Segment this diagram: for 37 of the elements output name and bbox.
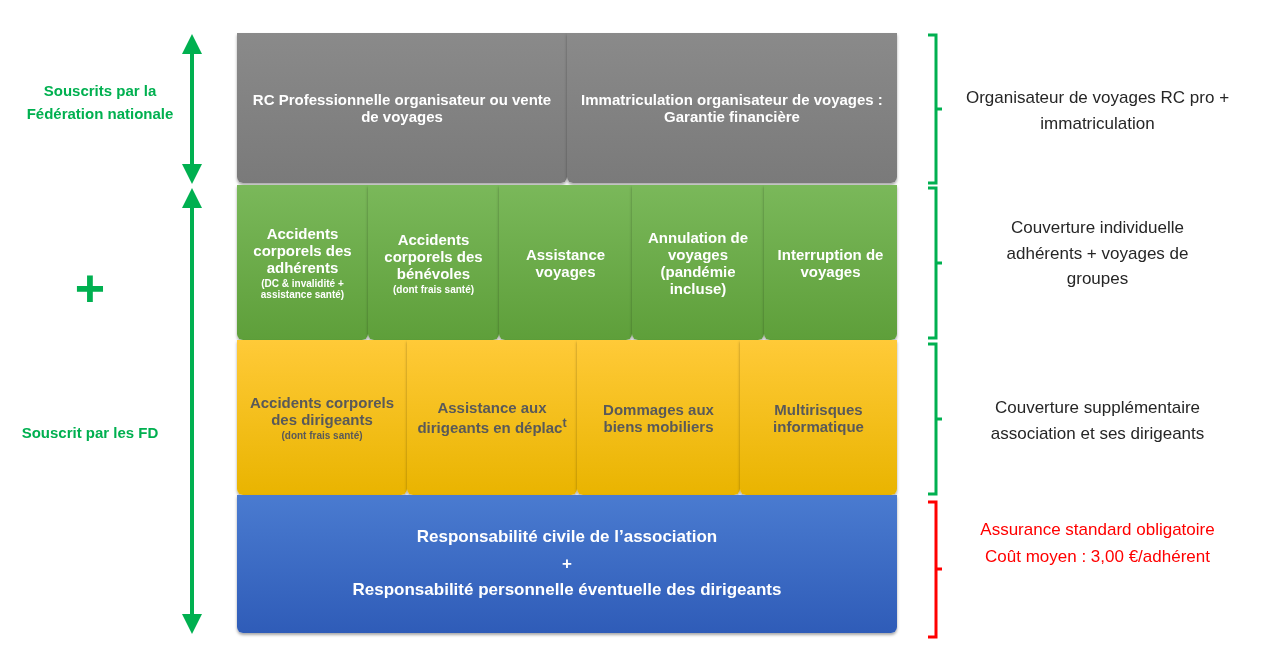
coverage-block — [499, 185, 632, 340]
block-title: Interruption de voyages — [776, 245, 885, 280]
block-title: Accidents corporels des adhérents — [252, 225, 353, 276]
block-note: (dont frais santé) — [281, 430, 363, 441]
side-label: Couverture supplémentaire association et ses dirigeants — [989, 397, 1206, 445]
coverage-block — [368, 185, 499, 340]
coverage-block — [237, 33, 567, 183]
coverage-block — [632, 185, 764, 340]
block-title: Annulation de voyages (pandémie incluse) — [647, 228, 749, 297]
coverage-block — [567, 33, 897, 183]
side-label: Coût moyen : 3,00 €/adhérent — [984, 547, 1211, 567]
coverage-block — [237, 495, 897, 633]
block-title: Responsabilité civile de l’association — [416, 526, 718, 549]
side-label: Couverture individuelle adhérents + voyages de groupes — [1005, 217, 1190, 290]
block-title: Assistance aux dirigeants en déplac$^{t}$ — [417, 399, 567, 436]
block-title: Immatriculation organisateur de voyages : Garantie financière — [580, 91, 884, 125]
block-title: Multirisques informatique — [772, 400, 865, 435]
side-label: Souscrits par la Fédération nationale — [25, 81, 175, 124]
coverage-block — [407, 340, 577, 495]
block-title: Responsabilité personnelle éventuelle des dirigeants — [352, 579, 782, 602]
side-label: Souscrit par les FD — [20, 423, 160, 443]
block-title: Accidents corporels des bénévoles — [383, 230, 484, 282]
coverage-block — [764, 185, 897, 340]
block-title: RC Professionnelle organisateur ou vente de voyages — [251, 91, 553, 125]
block-note: (DC & invalidité + assistance santé) — [259, 278, 346, 300]
coverage-block — [237, 340, 407, 495]
block-title: Dommages aux biens mobiliers — [602, 400, 715, 435]
coverage-block — [577, 340, 740, 495]
block-title: + — [562, 552, 572, 575]
coverage-block — [237, 185, 368, 340]
plus-sign: + — [73, 262, 107, 314]
block-title: Assistance voyages — [524, 245, 607, 280]
coverage-block — [740, 340, 897, 495]
block-note: (dont frais santé) — [392, 283, 475, 295]
side-label: Organisateur de voyages RC pro + immatriculation — [965, 87, 1230, 135]
side-label: Assurance standard obligatoire — [979, 520, 1216, 540]
block-title: Accidents corporels des dirigeants — [248, 394, 396, 428]
